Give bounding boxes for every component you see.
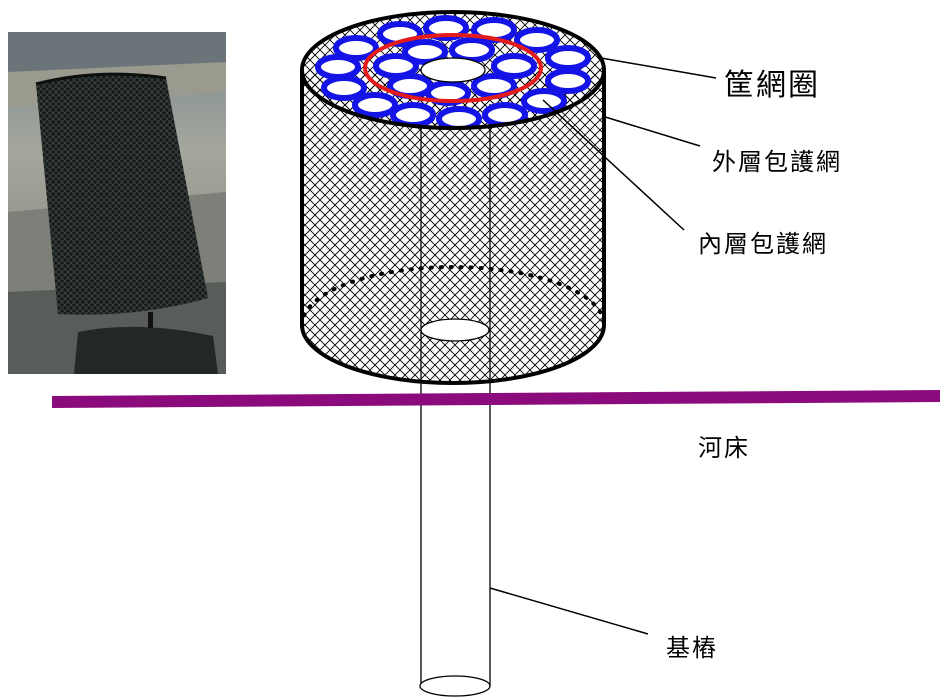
gabion-tube-2 xyxy=(333,35,379,61)
gabion-tube-12 xyxy=(390,102,436,128)
gabion-tube-7 xyxy=(545,45,591,71)
gabion-cylinder xyxy=(300,70,606,385)
gabion-tube-6 xyxy=(514,27,560,53)
leader-foundation-pile xyxy=(489,587,649,635)
gabion-tube-4 xyxy=(423,15,469,41)
cylinder-top-rim xyxy=(300,10,606,130)
gabion-tube-18 xyxy=(491,53,537,79)
cylinder-body xyxy=(302,70,604,383)
leader-gabion-ring xyxy=(600,57,717,79)
pile-top-ellipse xyxy=(420,318,490,342)
gabion-tube-16 xyxy=(402,39,448,65)
label-foundation-pile: 基樁 xyxy=(666,634,718,662)
label-gabion-ring: 筐網圈 xyxy=(724,68,820,103)
gabion-photo-image xyxy=(8,32,226,374)
center-hole xyxy=(420,57,486,83)
gabion-tubes xyxy=(315,15,591,128)
leader-outer-net xyxy=(601,115,701,147)
gabion-tube-17 xyxy=(449,37,495,63)
leader-inner-net xyxy=(542,99,685,231)
gabion-tube-8 xyxy=(545,68,591,94)
label-riverbed: 河床 xyxy=(698,434,750,462)
gabion-tube-14 xyxy=(321,75,367,101)
gabion-tube-13 xyxy=(352,92,398,118)
riverbed-line xyxy=(51,390,941,408)
cylinder-hidden-bottom-edge xyxy=(300,265,606,327)
leader-lines xyxy=(489,57,717,635)
pile-bottom-ellipse xyxy=(419,675,491,697)
cylinder-bottom-edge xyxy=(300,324,606,385)
gabion-tube-11 xyxy=(436,106,482,128)
cylinder-top-face xyxy=(300,10,606,130)
label-inner-net: 內層包護網 xyxy=(698,230,828,258)
label-outer-net: 外層包護網 xyxy=(712,148,842,176)
inner-protective-ring xyxy=(363,33,543,103)
gabion-photo xyxy=(8,32,226,374)
